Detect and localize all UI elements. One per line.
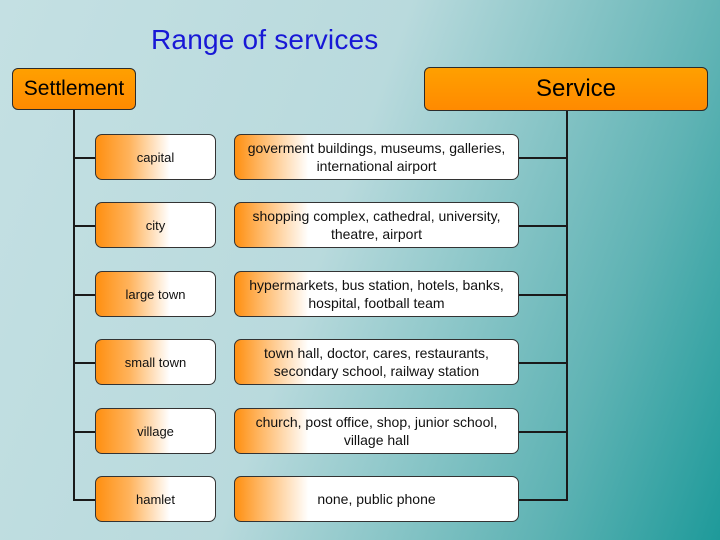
- settlement-box-village: village: [95, 408, 216, 454]
- settlement-label: capital: [136, 149, 175, 165]
- service-header-label: Service: [535, 75, 617, 102]
- settlement-box-small-town: small town: [95, 339, 216, 385]
- service-label: none, public phone: [317, 491, 436, 507]
- service-trunk-line: [566, 111, 568, 500]
- settlement-connector: [73, 294, 95, 296]
- settlement-label: small town: [124, 354, 187, 370]
- settlement-trunk-line: [73, 110, 75, 500]
- service-box-city: shopping complex, cathedral, university,…: [234, 202, 519, 248]
- settlement-connector: [73, 157, 95, 159]
- settlement-header: Settlement: [12, 68, 136, 110]
- settlement-connector: [73, 499, 95, 501]
- service-box-large-town: hypermarkets, bus station, hotels, banks…: [234, 271, 519, 317]
- service-box-village: church, post office, shop, junior school…: [234, 408, 519, 454]
- service-box-hamlet: none, public phone: [234, 476, 519, 522]
- settlement-box-hamlet: hamlet: [95, 476, 216, 522]
- service-header: Service: [424, 67, 708, 111]
- service-connector: [519, 362, 568, 364]
- settlement-box-city: city: [95, 202, 216, 248]
- settlement-connector: [73, 362, 95, 364]
- settlement-label: city: [145, 217, 166, 233]
- service-box-capital: goverment buildings, museums, galleries,…: [234, 134, 519, 180]
- settlement-header-label: Settlement: [23, 77, 125, 100]
- settlement-connector: [73, 225, 95, 227]
- settlement-label: village: [137, 423, 174, 439]
- service-label: goverment buildings, museums, galleries,…: [247, 140, 506, 174]
- service-connector: [519, 499, 568, 501]
- settlement-connector: [73, 431, 95, 433]
- service-connector: [519, 294, 568, 296]
- service-label: shopping complex, cathedral, university,…: [252, 208, 501, 242]
- settlement-label: hamlet: [135, 491, 176, 507]
- page-title: Range of services: [151, 24, 379, 55]
- service-connector: [519, 431, 568, 433]
- service-connector: [519, 225, 568, 227]
- service-label: town hall, doctor, cares, restaurants, s…: [264, 345, 489, 379]
- settlement-box-capital: capital: [95, 134, 216, 180]
- service-label: hypermarkets, bus station, hotels, banks…: [249, 277, 504, 311]
- service-connector: [519, 157, 568, 159]
- settlement-box-large-town: large town: [95, 271, 216, 317]
- settlement-label: large town: [125, 286, 186, 302]
- service-label: church, post office, shop, junior school…: [255, 414, 498, 448]
- service-box-small-town: town hall, doctor, cares, restaurants, s…: [234, 339, 519, 385]
